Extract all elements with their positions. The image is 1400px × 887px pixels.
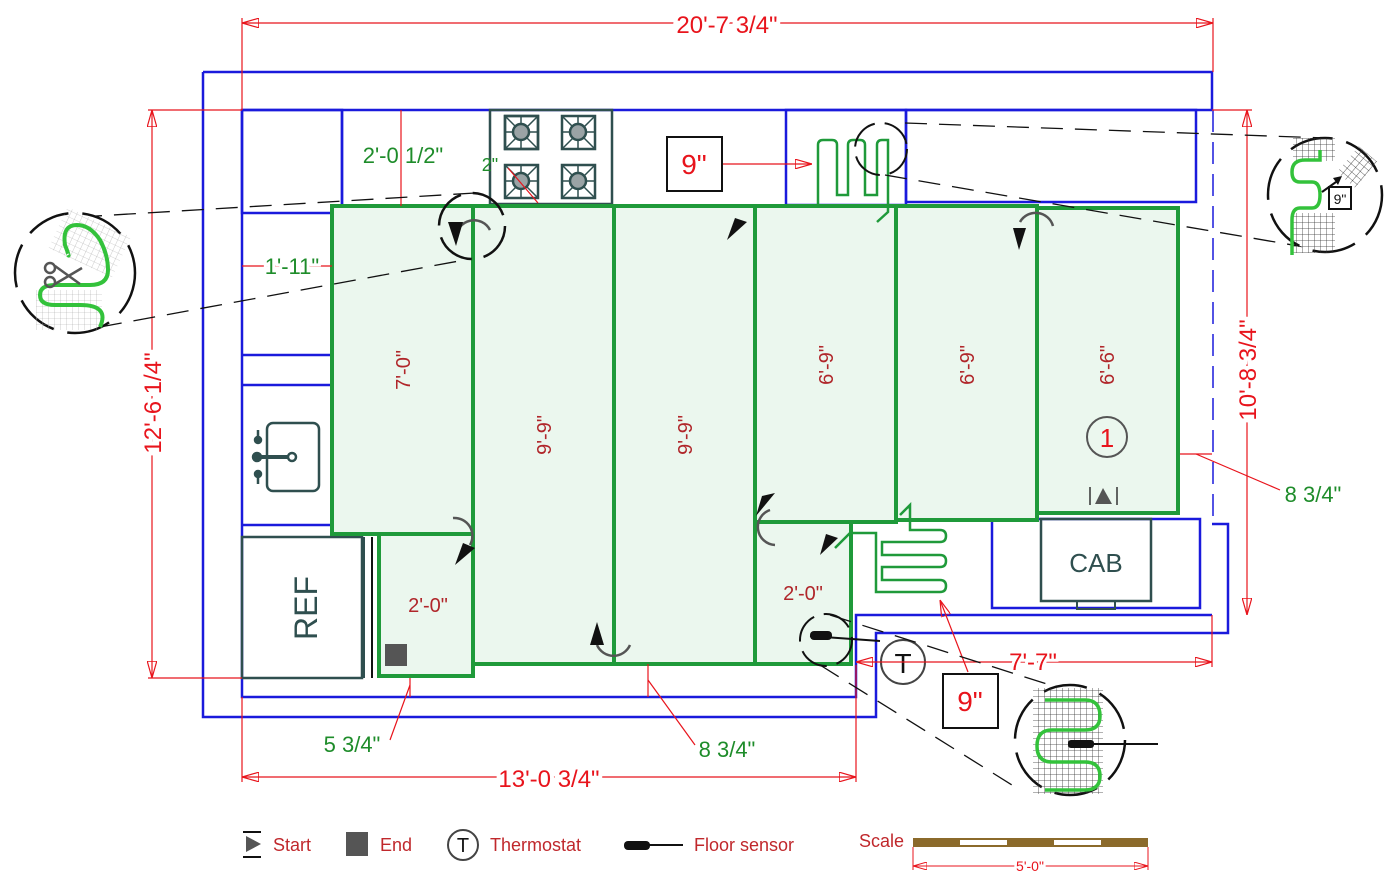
end-icon xyxy=(346,832,368,856)
spacing-box-top: 9" xyxy=(666,136,723,192)
legend-floor-sensor: Floor sensor xyxy=(624,835,794,855)
svg-text:T: T xyxy=(457,835,469,857)
detail-ring xyxy=(437,191,507,261)
mat-strip xyxy=(330,204,475,536)
svg-text:Scale: Scale xyxy=(859,831,904,851)
sink-icon xyxy=(251,421,321,493)
mat-length-label: 6'-9" xyxy=(957,345,979,385)
arrow-icon xyxy=(448,222,463,246)
outer-wall xyxy=(201,70,1230,719)
callout-leaders xyxy=(79,122,1326,791)
svg-text:End: End xyxy=(380,835,412,855)
stove xyxy=(488,108,614,206)
mat-strip xyxy=(894,204,1039,522)
turn-arrow-icon xyxy=(756,508,776,547)
mat-length-label: 7'-0" xyxy=(393,350,415,390)
mat-length-label: 9'-9" xyxy=(675,415,697,455)
counter-depth-label: 2'-0 1/2" xyxy=(363,143,444,168)
turn-arrow-icon xyxy=(452,516,474,546)
dimension-lines xyxy=(148,18,1281,782)
arrow-icon xyxy=(455,543,475,565)
legend-thermostat: T Thermostat xyxy=(447,829,581,861)
mat-strip xyxy=(753,204,898,524)
legend: Start End T Thermostat Floor sensor Scal… xyxy=(243,829,1149,877)
turn-arrow-icon xyxy=(595,644,632,658)
legend-end: End xyxy=(346,832,412,856)
right-depth-label: 10'-8 3/4" xyxy=(1235,319,1262,420)
mat-strip xyxy=(612,204,757,666)
arrow-icon xyxy=(1013,228,1026,250)
svg-text:1: 1 xyxy=(1100,423,1114,453)
mat-length-label: 2'-0" xyxy=(783,583,823,605)
mat-length-label: 6'-6" xyxy=(1097,345,1119,385)
svg-text:T: T xyxy=(894,648,911,679)
right-gap-label: 8 3/4" xyxy=(1285,482,1342,507)
stove-offset-label: 2" xyxy=(482,155,498,175)
start-icon xyxy=(246,836,261,852)
bottom-right-width-label: 7'-7" xyxy=(1009,649,1057,676)
svg-text:Thermostat: Thermostat xyxy=(490,835,581,855)
cabinet: CAB xyxy=(1039,517,1153,610)
burner-icon xyxy=(560,114,597,151)
arrow-icon xyxy=(820,534,838,555)
burner-icon xyxy=(503,163,540,200)
detail-cut-mat xyxy=(13,207,137,335)
refrigerator: REF xyxy=(240,535,373,680)
end-marker-icon xyxy=(385,644,407,666)
arrow-icon xyxy=(590,622,604,645)
dimension-labels: 20'-7 3/4" 12'-6 1/4" 10'-8 3/4" 13'-0 3… xyxy=(136,8,1342,797)
mat-length-label: 2'-0" xyxy=(408,595,448,617)
svg-text:9": 9" xyxy=(1334,191,1347,207)
overall-depth-label: 12'-6 1/4" xyxy=(140,352,167,453)
turn-arrow-icon xyxy=(1018,211,1055,227)
scale-bar: Scale 5'-0" xyxy=(859,831,1149,877)
mat-labels: 7'-0" 9'-9" 9'-9" 6'-9" 6'-9" 6'-6" 2'-0… xyxy=(393,345,1119,617)
mat-number-badge: 1 xyxy=(1086,416,1128,458)
cabinet-label: CAB xyxy=(1069,548,1122,578)
cable-serpentine xyxy=(812,138,948,594)
bottom-width-label: 13'-0 3/4" xyxy=(498,766,599,793)
arrow-icon xyxy=(756,493,775,516)
bottom-gap-mid-label: 8 3/4" xyxy=(699,737,756,762)
svg-text:9": 9" xyxy=(681,149,707,180)
refrigerator-label: REF xyxy=(288,576,324,640)
bottom-gap-left-label: 5 3/4" xyxy=(324,732,381,757)
upper-cabinet-left xyxy=(240,108,344,215)
burner-icon xyxy=(560,163,597,200)
thermostat-legend-icon xyxy=(447,829,479,861)
upper-cabinet-far-right xyxy=(904,108,1198,204)
direction-arrows xyxy=(448,218,1026,645)
svg-text:Start: Start xyxy=(273,835,311,855)
overall-width-label: 20'-7 3/4" xyxy=(676,12,777,39)
mat-strip xyxy=(471,204,616,666)
arrow-icon xyxy=(727,218,747,240)
legend-start: Start xyxy=(243,831,311,858)
burner-icon xyxy=(503,114,540,151)
heating-mats xyxy=(330,204,1180,678)
detail-mat-spacing: 9" xyxy=(1266,136,1384,255)
detail-floor-sensor xyxy=(1013,683,1158,797)
left-offset-label: 1'-11" xyxy=(265,254,319,279)
start-marker-icon xyxy=(1089,487,1118,505)
mat-length-label: 9'-9" xyxy=(534,415,556,455)
mat-strip xyxy=(1035,206,1180,515)
scissors-icon xyxy=(43,261,83,289)
svg-text:9": 9" xyxy=(957,686,983,717)
spacing-box-bottom: 9" xyxy=(942,673,999,729)
svg-text:Floor sensor: Floor sensor xyxy=(694,835,794,855)
svg-text:5'-0": 5'-0" xyxy=(1016,858,1044,874)
floor-sensor-legend-icon xyxy=(624,841,650,850)
floor-sensor-icon xyxy=(799,613,881,667)
detail-ring xyxy=(854,122,908,176)
mat-length-label: 6'-9" xyxy=(816,345,838,385)
